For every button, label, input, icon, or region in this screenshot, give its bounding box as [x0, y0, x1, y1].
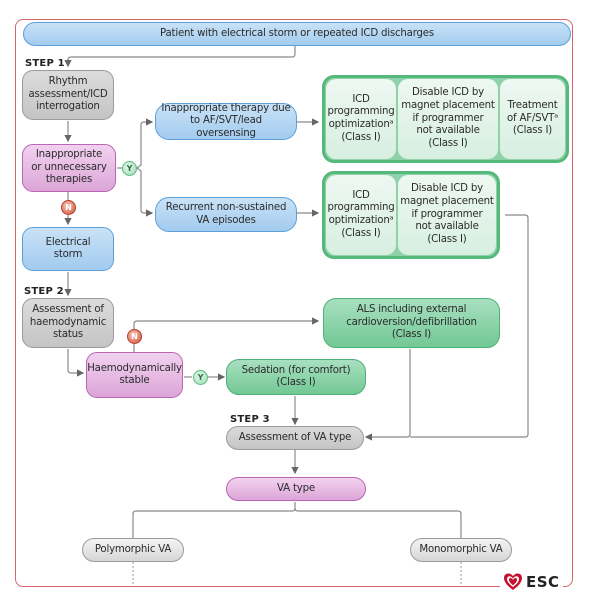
wire-yes-to-af [136, 118, 154, 169]
wire-box2-to-va [410, 214, 529, 438]
outer-frame [15, 19, 573, 587]
node-text: Sedation (for comfort) (Class I) [241, 364, 351, 388]
heart-icon [504, 573, 522, 590]
node-polymorphic-va: Polymorphic VA [82, 538, 184, 562]
node-text: Haemodynamically stable [87, 362, 182, 386]
no-badge: N [61, 200, 76, 215]
node-text: Assessment of haemodynamic status [29, 304, 107, 341]
node-sedation: Sedation (for comfort) (Class I) [226, 359, 366, 395]
treatment-box-inappropriate: ICD programming optimizationᵃ (Class I) … [322, 75, 569, 163]
wire-no-to-als [133, 317, 320, 329]
yes-badge: Y [122, 161, 137, 176]
wire-yes-to-nsva [136, 167, 154, 217]
cell-text: Disable ICD by magnet placement if progr… [400, 183, 494, 246]
node-text: Monomorphic VA [419, 543, 503, 555]
step-3-label: STEP 3 [230, 414, 270, 425]
cell-disable-icd: Disable ICD by magnet placement if progr… [398, 79, 498, 159]
esc-logo: ESC [500, 571, 563, 593]
node-text: Recurrent non-sustained VA episodes [165, 202, 287, 226]
step-1-label: STEP 1 [25, 58, 65, 69]
node-als: ALS including external cardioversion/def… [323, 298, 500, 348]
wire-type-to-children [132, 502, 462, 538]
cell-treatment-af-svt: Treatment of AF/SVTᵃ (Class I) [500, 79, 565, 159]
wire-haemo-to-stable [67, 349, 85, 377]
node-recurrent-nsva: Recurrent non-sustained VA episodes [155, 197, 297, 232]
cell-disable-icd: Disable ICD by magnet placement if progr… [398, 175, 496, 255]
node-patient-electrical-storm: Patient with electrical storm or repeate… [23, 22, 571, 46]
yes-badge: Y [193, 370, 208, 385]
node-inappropriate-af-svt: Inappropriate therapy due to AF/SVT/lead… [155, 103, 297, 140]
logo-text: ESC [526, 573, 560, 591]
no-badge: N [127, 329, 142, 344]
node-haemodynamic-assessment: Assessment of haemodynamic status [22, 298, 114, 348]
node-text: VA type [277, 482, 315, 494]
node-text: Polymorphic VA [94, 543, 172, 555]
node-haemodynamically-stable: Haemodynamically stable [86, 352, 183, 398]
node-text: Patient with electrical storm or repeate… [160, 27, 434, 39]
node-va-type: VA type [226, 477, 366, 501]
node-va-assessment: Assessment of VA type [226, 426, 364, 450]
node-text: Electrical storm [45, 236, 91, 260]
step-2-label: STEP 2 [24, 286, 64, 297]
cell-icd-programming: ICD programming optimizationᵃ (Class I) [326, 175, 396, 255]
node-text: ALS including external cardioversion/def… [346, 304, 477, 341]
cell-text: ICD programming optimizationᵃ (Class I) [327, 93, 395, 143]
cell-icd-programming: ICD programming optimizationᵃ (Class I) [326, 79, 396, 159]
node-inappropriate-therapies: Inappropriate or unnecessary therapies [22, 144, 116, 192]
cell-text: Treatment of AF/SVTᵃ (Class I) [507, 99, 558, 137]
wire-top-to-rhythm [64, 46, 296, 68]
node-text: Inappropriate or unnecessary therapies [31, 149, 107, 186]
node-text: Assessment of VA type [238, 431, 352, 443]
node-monomorphic-va: Monomorphic VA [410, 538, 512, 562]
node-electrical-storm: Electrical storm [22, 227, 114, 271]
node-rhythm-assessment: Rhythm assessment/ICD interrogation [22, 70, 114, 120]
treatment-box-nsva: ICD programming optimizationᵃ (Class I) … [322, 171, 500, 259]
node-text: Inappropriate therapy due to AF/SVT/lead… [161, 102, 291, 139]
cell-text: ICD programming optimizationᵃ (Class I) [327, 189, 395, 239]
node-text: Rhythm assessment/ICD interrogation [28, 76, 108, 113]
cell-text: Disable ICD by magnet placement if progr… [401, 87, 495, 150]
wire-als-to-va [364, 349, 411, 441]
